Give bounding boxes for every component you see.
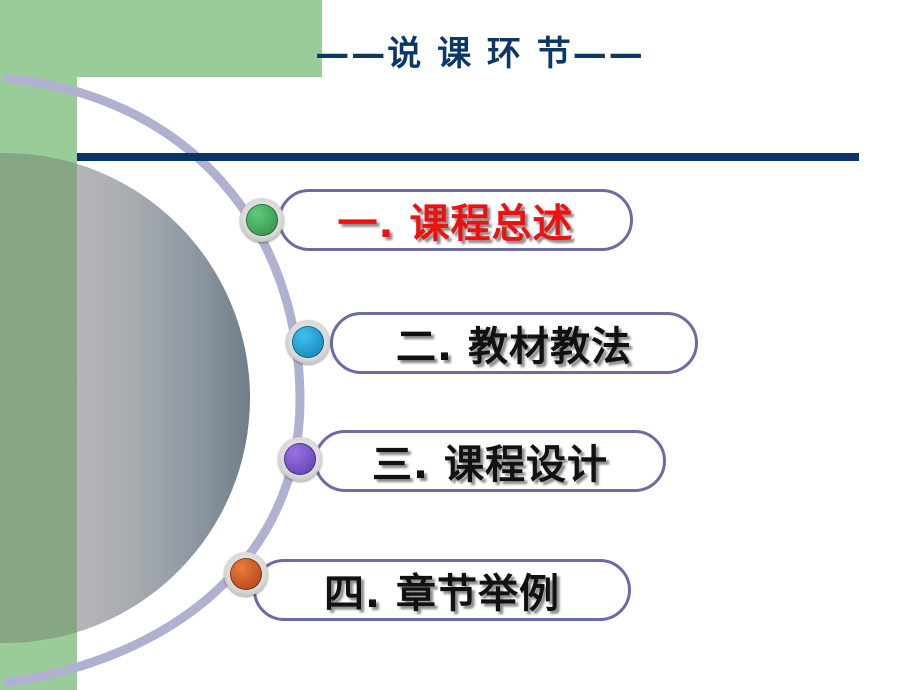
menu-item-course-design[interactable]: 三. 课程设计 bbox=[314, 430, 666, 492]
blue-circle-icon bbox=[286, 320, 330, 364]
menu-item-label: 四. 章节举例 bbox=[323, 571, 561, 617]
menu-item-label: 一. 课程总述 bbox=[337, 201, 574, 247]
menu-item-course-overview[interactable]: 一. 课程总述 bbox=[278, 189, 633, 251]
green-overlap bbox=[0, 0, 77, 690]
menu-item-label: 二. 教材教法 bbox=[395, 324, 633, 370]
menu-item-label: 三. 课程设计 bbox=[371, 442, 609, 488]
green-circle-icon bbox=[240, 198, 284, 242]
menu-item-teaching-materials[interactable]: 二. 教材教法 bbox=[330, 312, 698, 374]
menu-item-chapter-examples[interactable]: 四. 章节举例 bbox=[253, 559, 631, 621]
orange-circle-icon bbox=[224, 552, 268, 596]
title-divider bbox=[77, 153, 859, 161]
page-title: ——说 课 环 节—— bbox=[315, 34, 645, 74]
purple-circle-icon bbox=[278, 437, 322, 481]
